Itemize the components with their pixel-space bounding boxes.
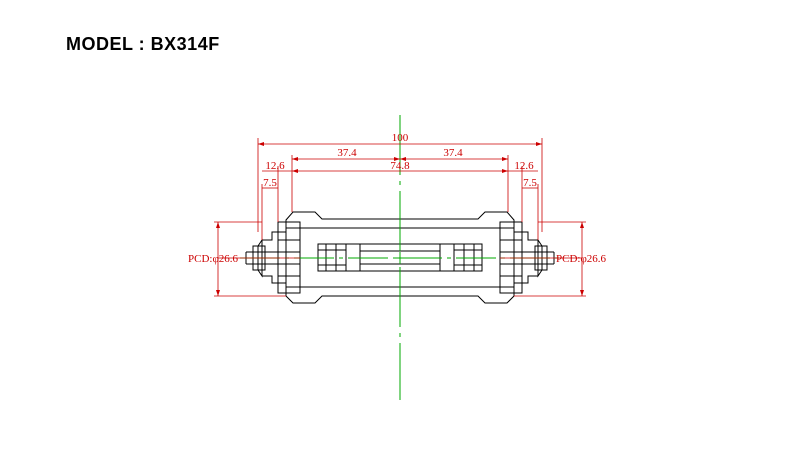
- dim-right-bearing: 7.5: [523, 177, 537, 189]
- dimension-arrows: [216, 142, 584, 296]
- dim-left-bearing: 7.5: [263, 177, 277, 189]
- dim-left-span: 37.4: [337, 147, 357, 159]
- pcd-right-label: PCD:φ26.6: [556, 253, 607, 265]
- dimensions: [214, 138, 586, 297]
- dim-right-flange: 12.6: [514, 160, 534, 172]
- centerlines: [240, 115, 560, 400]
- pcd-left-label: PCD:φ26.6: [188, 253, 239, 265]
- dim-right-span: 37.4: [443, 147, 463, 159]
- dim-center: 74.8: [390, 160, 410, 172]
- dim-left-flange: 12.6: [265, 160, 285, 172]
- model-title: MODEL : BX314F: [66, 34, 220, 54]
- dim-overall: 100: [392, 132, 409, 144]
